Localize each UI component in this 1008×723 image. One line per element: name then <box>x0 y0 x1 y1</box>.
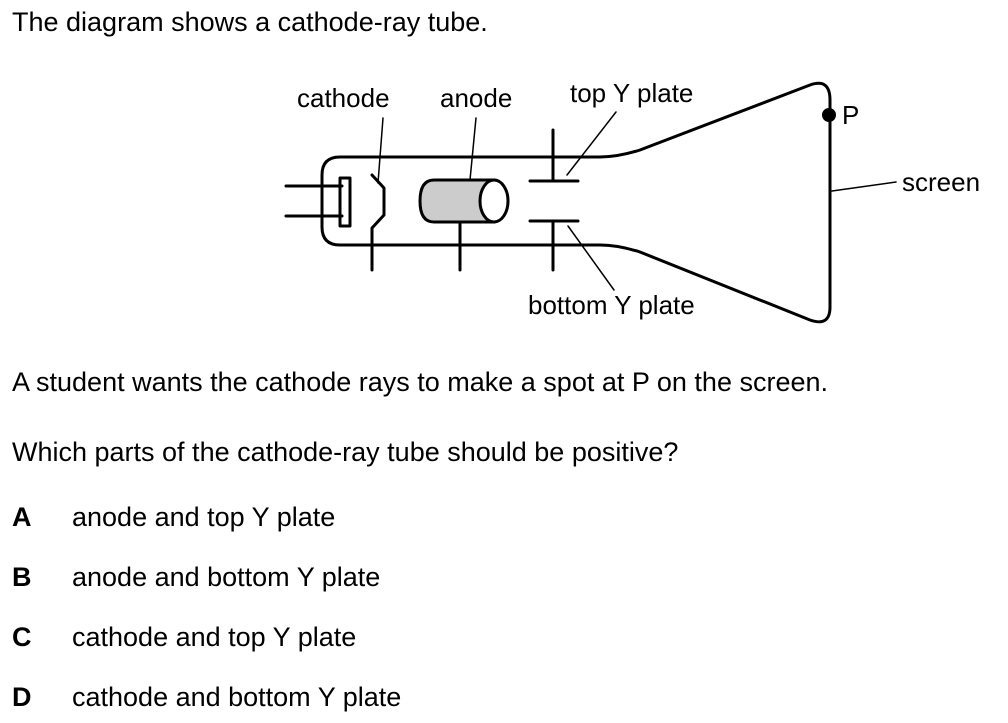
anode-cylinder-end <box>478 178 510 224</box>
anode-cylinder <box>418 178 496 224</box>
cathode-pointer-line <box>377 117 384 184</box>
option-a-letter: A <box>12 502 32 532</box>
option-d-letter: D <box>12 682 32 712</box>
screen-label: screen <box>902 167 980 197</box>
anode-pointer-line <box>469 117 477 181</box>
bottom-y-plate-label: bottom Y plate <box>528 290 695 320</box>
statement-text: A student wants the cathode rays to make… <box>12 367 828 397</box>
option-c-text: cathode and top Y plate <box>72 622 357 652</box>
intro-text: The diagram shows a cathode-ray tube. <box>12 7 488 37</box>
option-b-letter: B <box>12 562 32 592</box>
option-d-text: cathode and bottom Y plate <box>72 682 402 712</box>
option-c-letter: C <box>12 622 32 652</box>
tube-outline <box>320 81 832 324</box>
heater-filament <box>338 176 352 228</box>
bottom-y-plate-pointer-line <box>567 225 615 291</box>
option-b-text: anode and bottom Y plate <box>72 562 381 592</box>
anode-label: anode <box>440 83 512 113</box>
question-text: Which parts of the cathode-ray tube shou… <box>12 437 679 467</box>
point-p-dot <box>822 108 836 122</box>
screen-pointer-line <box>831 181 897 192</box>
cathode-ray-tube-diagram: cathode anode top Y plate bottom Y plate… <box>284 78 980 324</box>
option-a-text: anode and top Y plate <box>72 502 336 532</box>
top-y-plate-label: top Y plate <box>570 78 693 108</box>
top-y-plate-pointer-line <box>566 111 617 176</box>
cathode-electrode <box>370 173 386 272</box>
cathode-label: cathode <box>297 83 390 113</box>
point-p-label: P <box>842 100 859 130</box>
